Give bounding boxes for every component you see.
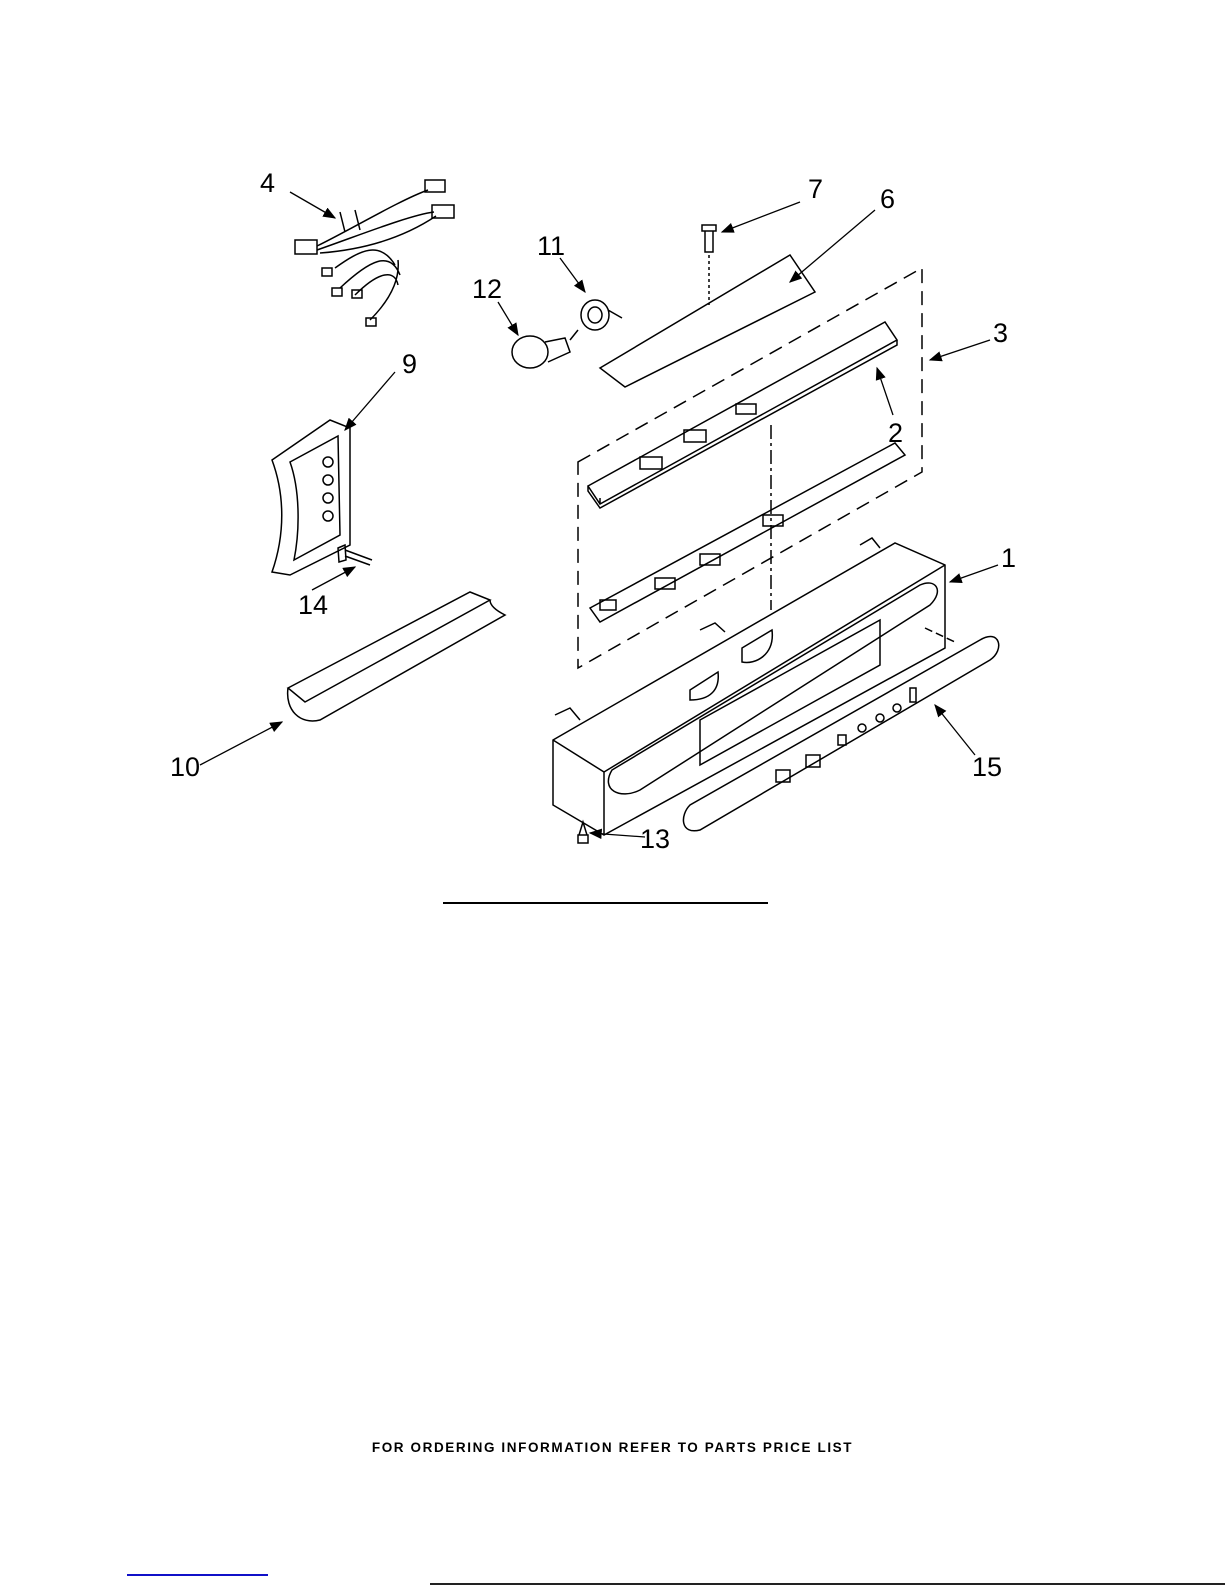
control-board-lower-part <box>588 442 907 623</box>
screw-part <box>701 224 717 305</box>
callout-7: 7 <box>808 174 823 204</box>
callout-4: 4 <box>260 168 275 198</box>
control-board-part <box>586 321 899 509</box>
light-bulb-part <box>511 335 571 369</box>
ordering-info-footer: FOR ORDERING INFORMATION REFER TO PARTS … <box>371 1440 854 1455</box>
callout-2: 2 <box>888 418 903 448</box>
callout-3: 3 <box>993 318 1008 348</box>
control-assembly-outline <box>577 266 923 670</box>
callout-13: 13 <box>640 824 670 854</box>
callout-9: 9 <box>402 349 417 379</box>
callout-11: 11 <box>537 231 565 261</box>
divider-line <box>443 902 768 904</box>
bottom-edge-line <box>430 1583 1225 1585</box>
board-cover-part <box>598 253 817 388</box>
lamp-socket-part <box>569 299 623 341</box>
link-underline <box>127 1574 268 1576</box>
callout-10: 10 <box>170 752 200 782</box>
callout-6: 6 <box>880 184 895 214</box>
callout-1: 1 <box>1001 543 1016 573</box>
callout-14: 14 <box>298 590 328 620</box>
callout-arrows <box>199 191 999 840</box>
dispenser-control-panel-part <box>270 419 351 576</box>
control-panel-overlay-part <box>682 635 1000 832</box>
wire-harness-part <box>294 179 455 327</box>
callout-12: 12 <box>472 274 502 304</box>
trim-part <box>286 591 507 722</box>
control-housing-part <box>552 537 946 836</box>
screw-part-13 <box>577 819 589 844</box>
screw-part-14 <box>337 543 373 566</box>
callout-15: 15 <box>972 752 1002 782</box>
